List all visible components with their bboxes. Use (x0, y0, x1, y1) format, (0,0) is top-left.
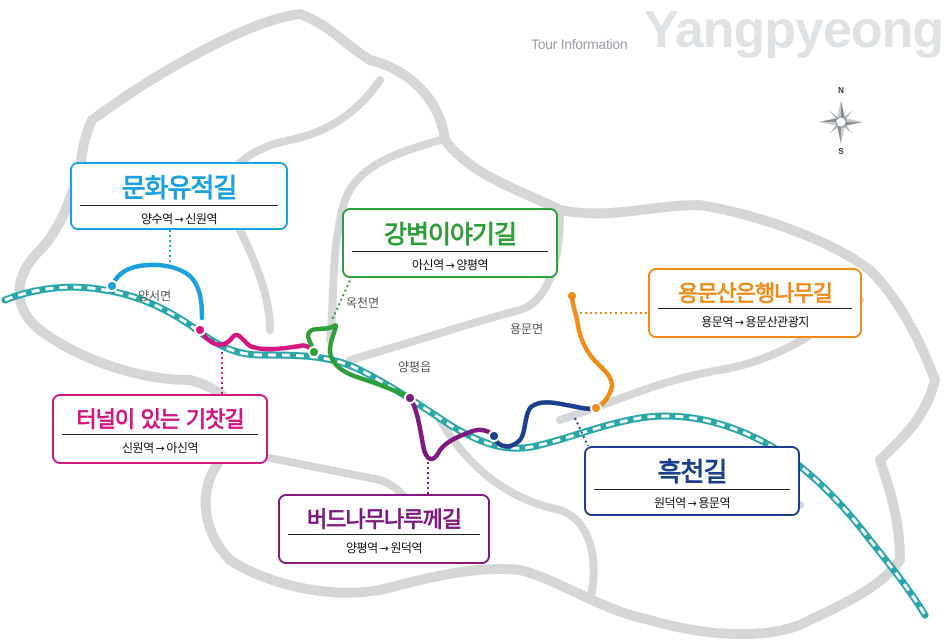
place-yangpyeong: 양평읍 (398, 360, 432, 374)
station-asin (308, 346, 320, 358)
route-to: 용문산관광지 (745, 315, 810, 329)
district-border (436, 416, 598, 604)
arrow-right-icon: → (155, 442, 165, 455)
route-name: 용문산은행나무길 (678, 282, 833, 307)
route-divider (288, 534, 480, 535)
route-line-gangbyeon (305, 323, 413, 401)
route-stations: 아신역→양평역 (344, 256, 556, 273)
route-name: 터널이 있는 기찻길 (76, 408, 244, 433)
railway-line (1, 283, 929, 619)
compass-rose-icon: N S (812, 86, 870, 156)
route-to: 양평역 (456, 258, 488, 272)
station-yangpyeong (404, 392, 416, 404)
route-line-munhwa (109, 262, 205, 321)
compass-north-label: N (838, 86, 844, 95)
route-card-yongmunsan[interactable]: 용문산은행나무길 용문역→용문산관광지 (648, 268, 862, 338)
compass-star-icon (819, 100, 863, 144)
route-stations: 신원역→아신역 (54, 439, 266, 456)
route-stations: 양평역→원덕역 (280, 539, 488, 556)
station-yongmun (590, 402, 602, 414)
route-from: 원덕역 (654, 496, 686, 510)
route-name: 강변이야기길 (383, 220, 517, 249)
arrow-right-icon: → (174, 213, 184, 226)
route-name: 버드나무나루께길 (307, 508, 462, 533)
route-line-tunnel (197, 327, 317, 355)
route-from: 양평역 (346, 541, 378, 555)
route-from: 용문역 (701, 315, 733, 329)
route-stations: 원덕역→용문역 (586, 494, 798, 511)
route-from: 양수역 (141, 212, 173, 226)
route-card-gangbyeon[interactable]: 강변이야기길 아신역→양평역 (342, 208, 558, 278)
route-to: 신원역 (185, 212, 217, 226)
route-line-heukcheon (491, 400, 599, 449)
route-divider (352, 251, 548, 252)
yongmunsan-endpoint (568, 292, 576, 300)
arrow-right-icon: → (445, 259, 455, 272)
route-divider (80, 205, 278, 206)
place-yongmun: 용문면 (510, 322, 544, 336)
station-wondeok (488, 430, 500, 442)
route-name: 흑천길 (657, 458, 728, 488)
arrow-right-icon: → (687, 497, 697, 510)
brand-title: Yangpyeong (644, 1, 944, 59)
route-card-beodeu[interactable]: 버드나무나루께길 양평역→원덕역 (278, 494, 490, 564)
route-stations: 용문역→용문산관광지 (650, 313, 860, 330)
route-to: 원덕역 (390, 541, 422, 555)
route-stations: 양수역→신원역 (72, 210, 286, 227)
route-divider (594, 489, 790, 490)
leader-heukcheon (574, 417, 589, 447)
place-yangseo: 양서면 (138, 289, 172, 303)
compass-south-label: S (838, 147, 844, 156)
route-divider (62, 434, 258, 435)
route-card-munhwa[interactable]: 문화유적길 양수역→신원역 (70, 162, 288, 230)
tour-information-label: Tour Information (531, 36, 628, 52)
station-sinwon (194, 324, 206, 336)
route-card-heukcheon[interactable]: 흑천길 원덕역→용문역 (584, 446, 800, 516)
arrow-right-icon: → (734, 316, 744, 329)
route-from: 신원역 (122, 441, 154, 455)
route-to: 아신역 (166, 441, 198, 455)
route-line-yongmunsan (569, 293, 615, 411)
station-markers (106, 280, 602, 442)
route-card-tunnel[interactable]: 터널이 있는 기찻길 신원역→아신역 (52, 394, 268, 464)
leader-gangbyeon (331, 275, 353, 321)
county-boundary (14, 9, 940, 640)
arrow-right-icon: → (379, 542, 389, 555)
route-line-beodeu (407, 395, 497, 462)
place-okcheon: 옥천면 (346, 296, 380, 310)
station-yangsu (106, 280, 118, 292)
district-border (326, 136, 444, 344)
route-from: 아신역 (412, 258, 444, 272)
route-name: 문화유적길 (121, 174, 238, 204)
district-borders (221, 76, 864, 604)
route-to: 용문역 (698, 496, 730, 510)
route-divider (658, 308, 852, 309)
